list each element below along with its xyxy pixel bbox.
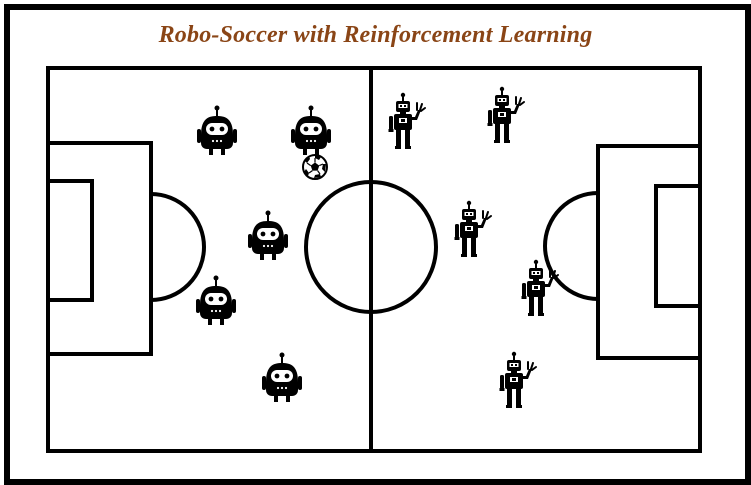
outer-frame	[4, 4, 751, 485]
field-lines	[46, 66, 702, 453]
round-robot-icon	[261, 351, 303, 403]
left-penalty-box	[46, 141, 153, 356]
right-team	[387, 85, 559, 409]
right-penalty-box	[596, 144, 702, 360]
left-team	[195, 104, 332, 403]
waving-robot-icon	[520, 258, 559, 317]
waving-robot-icon	[453, 199, 492, 258]
waving-robot-icon	[486, 85, 525, 144]
right-goal-box	[654, 184, 702, 308]
left-penalty-arc	[150, 192, 206, 302]
field-boundary	[46, 66, 702, 453]
round-robot-icon	[196, 104, 238, 156]
round-robot-icon	[290, 104, 332, 156]
round-robot-icon	[247, 209, 289, 261]
page-title: Robo-Soccer with Reinforcement Learning	[158, 22, 593, 48]
center-circle	[304, 180, 438, 314]
left-goal-box	[46, 179, 94, 302]
waving-robot-icon	[387, 91, 426, 150]
round-robot-icon	[195, 274, 237, 326]
right-penalty-arc	[543, 191, 599, 301]
waving-robot-icon	[498, 350, 537, 409]
soccer-ball-icon	[302, 154, 328, 180]
